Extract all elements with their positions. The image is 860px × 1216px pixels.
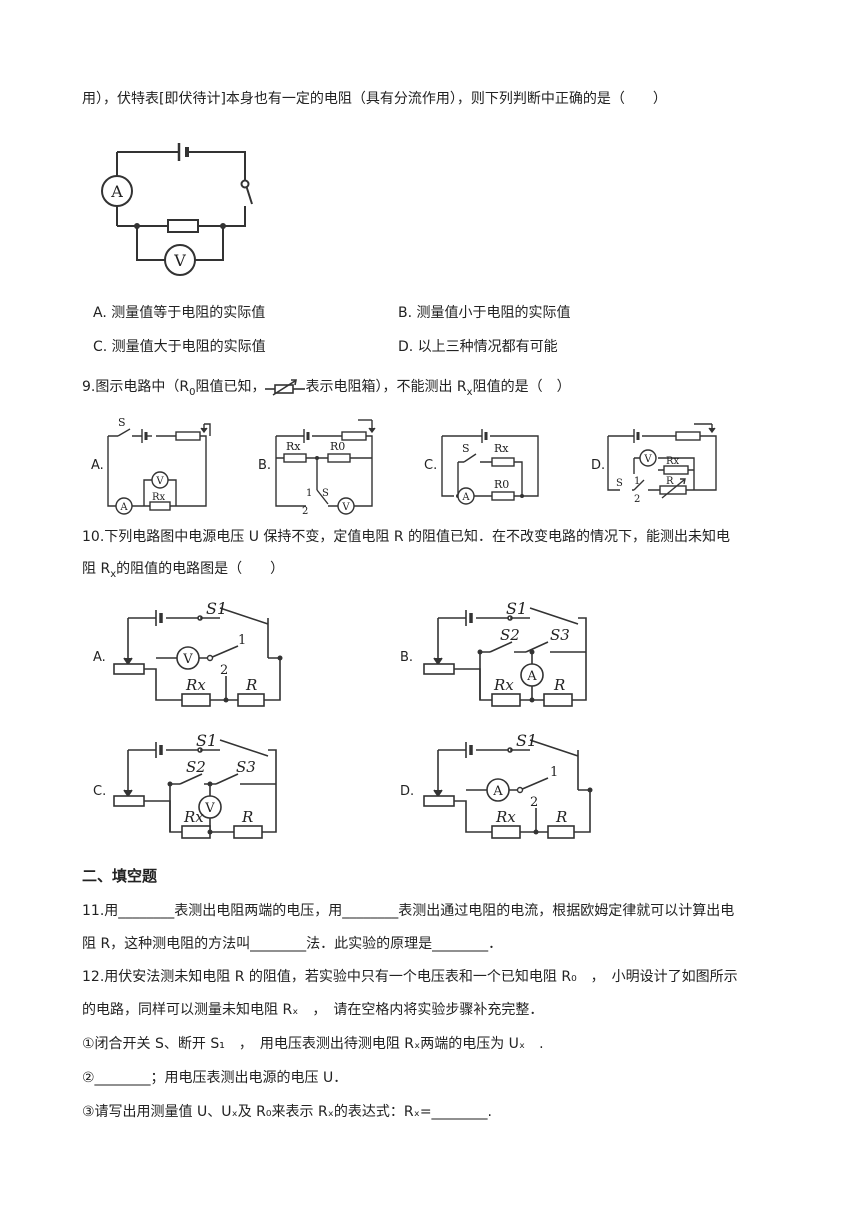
svg-text:A: A xyxy=(119,502,128,513)
svg-text:S1: S1 xyxy=(206,599,227,618)
svg-text:V: V xyxy=(341,502,350,513)
q10-label-b[interactable]: B. xyxy=(400,650,414,665)
svg-text:S: S xyxy=(322,488,329,499)
q10-label-d[interactable]: D. xyxy=(400,784,415,799)
svg-text:A: A xyxy=(526,669,537,684)
section-title: 二、填空题 xyxy=(82,867,158,885)
q12-step1: ①闭合开关 S、断开 S₁ ， 用电压表测出待测电阻 Rₓ两端的电压为 Uₓ . xyxy=(82,1036,544,1052)
q9-circuit-a: A V S Rx xyxy=(104,416,214,520)
svg-text:V: V xyxy=(204,801,215,816)
q12-step2: ②________；用电压表测出电源的电压 U． xyxy=(82,1070,348,1086)
q8-option-c[interactable]: C. 测量值大于电阻的实际值 xyxy=(93,339,266,355)
q10-label-a[interactable]: A. xyxy=(93,650,106,665)
svg-text:S2: S2 xyxy=(186,758,206,776)
svg-text:S1: S1 xyxy=(516,731,537,750)
q12-step3: ③请写出用测量值 U、Uₓ及 R₀来表示 Rₓ的表达式：Rₓ=________. xyxy=(82,1104,493,1120)
q9-label-d[interactable]: D. xyxy=(591,458,606,473)
svg-text:R0: R0 xyxy=(494,478,509,491)
svg-text:1: 1 xyxy=(306,488,312,499)
svg-text:Rx: Rx xyxy=(152,492,166,503)
q9-circuit-b: V Rx R0 1 2 S xyxy=(272,416,382,520)
svg-text:Rx: Rx xyxy=(666,456,680,467)
q8-stem-tail: 用），伏特表[即伏待计]本身也有一定的电阻（具有分流作用），则下列判断中正确的是… xyxy=(82,91,667,107)
q10-circuit-c: V S1 S2 S3 Rx R xyxy=(110,731,290,846)
q11-line2: 阻 R，这种测电阻的方法叫________法．此实验的原理是________． xyxy=(82,936,503,952)
svg-text:S3: S3 xyxy=(550,626,570,644)
svg-text:S1: S1 xyxy=(506,599,527,618)
svg-text:A: A xyxy=(492,784,503,799)
svg-text:2: 2 xyxy=(530,795,538,810)
svg-text:Rx: Rx xyxy=(185,676,206,694)
svg-text:Rx: Rx xyxy=(495,808,516,826)
q10-stem-line2: 阻 Rx的阻值的电路图是（ ） xyxy=(82,561,285,580)
resistance-box-icon xyxy=(265,379,306,396)
svg-text:2: 2 xyxy=(220,663,228,678)
q9-circuit-c: A S Rx R0 xyxy=(438,416,548,520)
svg-text:A: A xyxy=(461,492,470,503)
svg-text:R: R xyxy=(241,808,253,826)
svg-text:V: V xyxy=(182,652,193,667)
svg-text:1: 1 xyxy=(634,476,640,487)
q10-circuit-a: V S1 1 2 Rx R xyxy=(110,599,290,714)
q10-circuit-b: A S1 S2 S3 Rx R xyxy=(420,599,600,714)
q9-stem: 9.图示电路中（R0阻值已知，表示电阻箱），不能测出 Rx阻值的是（ ） xyxy=(82,379,571,398)
svg-text:Rx: Rx xyxy=(183,808,204,826)
svg-text:R: R xyxy=(245,676,257,694)
svg-text:2: 2 xyxy=(302,506,308,517)
svg-text:S: S xyxy=(616,478,623,489)
svg-text:S: S xyxy=(118,416,126,429)
q11-line1: 11.用________表测出电阻两端的电压，用________表测出通过电阻的… xyxy=(82,903,735,919)
svg-text:R: R xyxy=(553,676,565,694)
svg-text:V: V xyxy=(643,454,652,465)
q8-option-d[interactable]: D. 以上三种情况都有可能 xyxy=(398,339,558,355)
q12-line1: 12.用伏安法测未知电阻 R 的阻值，若实验中只有一个电压表和一个已知电阻 R₀… xyxy=(82,969,738,985)
q10-label-c[interactable]: C. xyxy=(93,784,107,799)
svg-text:V: V xyxy=(155,476,164,487)
svg-text:R: R xyxy=(666,476,674,487)
voltmeter-symbol: V xyxy=(173,251,186,270)
q10-circuit-d: A S1 1 2 Rx R xyxy=(420,731,600,846)
svg-text:1: 1 xyxy=(550,765,558,780)
q10-stem-line1: 10.下列电路图中电源电压 U 保持不变，定值电阻 R 的阻值已知．在不改变电路… xyxy=(82,529,731,545)
svg-text:S1: S1 xyxy=(196,731,217,750)
svg-text:S3: S3 xyxy=(236,758,256,776)
q8-option-b[interactable]: B. 测量值小于电阻的实际值 xyxy=(398,305,571,321)
svg-text:Rx: Rx xyxy=(494,442,509,455)
q9-label-b[interactable]: B. xyxy=(258,458,272,473)
q9-label-a[interactable]: A. xyxy=(91,458,104,473)
svg-text:1: 1 xyxy=(238,633,246,648)
ammeter-symbol: A xyxy=(110,182,123,201)
q8-option-a[interactable]: A. 测量值等于电阻的实际值 xyxy=(93,305,266,321)
svg-text:R0: R0 xyxy=(330,440,345,453)
svg-text:Rx: Rx xyxy=(493,676,514,694)
svg-text:2: 2 xyxy=(634,494,640,505)
svg-text:Rx: Rx xyxy=(286,440,301,453)
q9-label-c[interactable]: C. xyxy=(424,458,438,473)
q12-line2: 的电路，同样可以测量未知电阻 Rₓ ， 请在空格内将实验步骤补充完整． xyxy=(82,1002,544,1018)
svg-text:S2: S2 xyxy=(500,626,520,644)
svg-text:R: R xyxy=(555,808,567,826)
svg-text:S: S xyxy=(462,442,470,455)
q8-circuit-figure: A V xyxy=(95,138,265,282)
q9-circuit-d: V Rx S 1 2 R xyxy=(604,416,724,520)
